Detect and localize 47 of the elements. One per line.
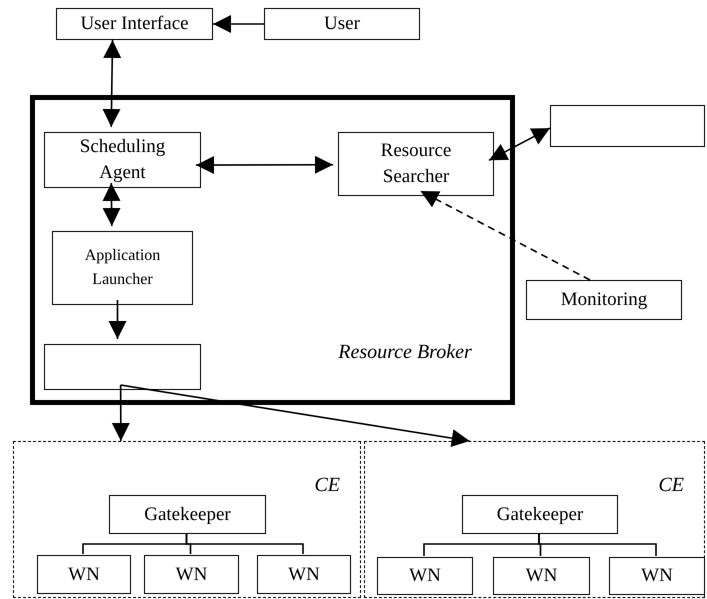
arrow (120, 384, 470, 448)
group-label: CE (658, 473, 684, 498)
process-box (609, 557, 705, 595)
node-label: Monitoring (560, 288, 648, 312)
process-box (377, 557, 473, 595)
arrow (213, 15, 264, 33)
node-label: Scheduling Agent (78, 135, 166, 185)
arrow (108, 300, 126, 339)
connector-line (186, 533, 304, 554)
node-label: WN (68, 562, 100, 586)
arrow (420, 190, 590, 281)
arrow (112, 385, 130, 441)
node-label: User (324, 12, 360, 36)
node-label: Application Launcher (84, 246, 162, 290)
process-box (264, 8, 420, 40)
connector-line (538, 533, 657, 556)
dashed-group-box (364, 441, 705, 598)
process-box (338, 132, 494, 196)
dashed-group-box (13, 441, 361, 598)
box-shape (44, 344, 201, 390)
process-box (109, 495, 266, 534)
node-label: Gatekeeper (144, 502, 231, 526)
node-label: Gatekeeper (496, 502, 584, 526)
node-label: WN (641, 564, 673, 588)
node-label: User Interface (80, 12, 189, 36)
process-box (144, 555, 239, 594)
process-box (493, 557, 590, 595)
node-label: WN (288, 562, 320, 586)
process-box (56, 8, 213, 40)
process-box (462, 495, 618, 534)
process-box (52, 231, 193, 305)
process-box (37, 555, 131, 594)
node-label: WN (176, 562, 208, 586)
group-label: CE (314, 473, 340, 498)
process-box (44, 132, 201, 188)
process-box (257, 555, 351, 594)
container-box (30, 95, 515, 405)
container-label: Resource Broker (337, 340, 473, 364)
arrow (102, 40, 122, 128)
arrow (196, 156, 333, 174)
box-shape (550, 105, 705, 147)
node-label: Resource Searcher (380, 139, 452, 189)
process-box (526, 280, 682, 320)
arrow (488, 127, 550, 161)
node-label: WN (409, 564, 441, 588)
node-label: WN (526, 564, 558, 588)
arrow (102, 182, 121, 226)
